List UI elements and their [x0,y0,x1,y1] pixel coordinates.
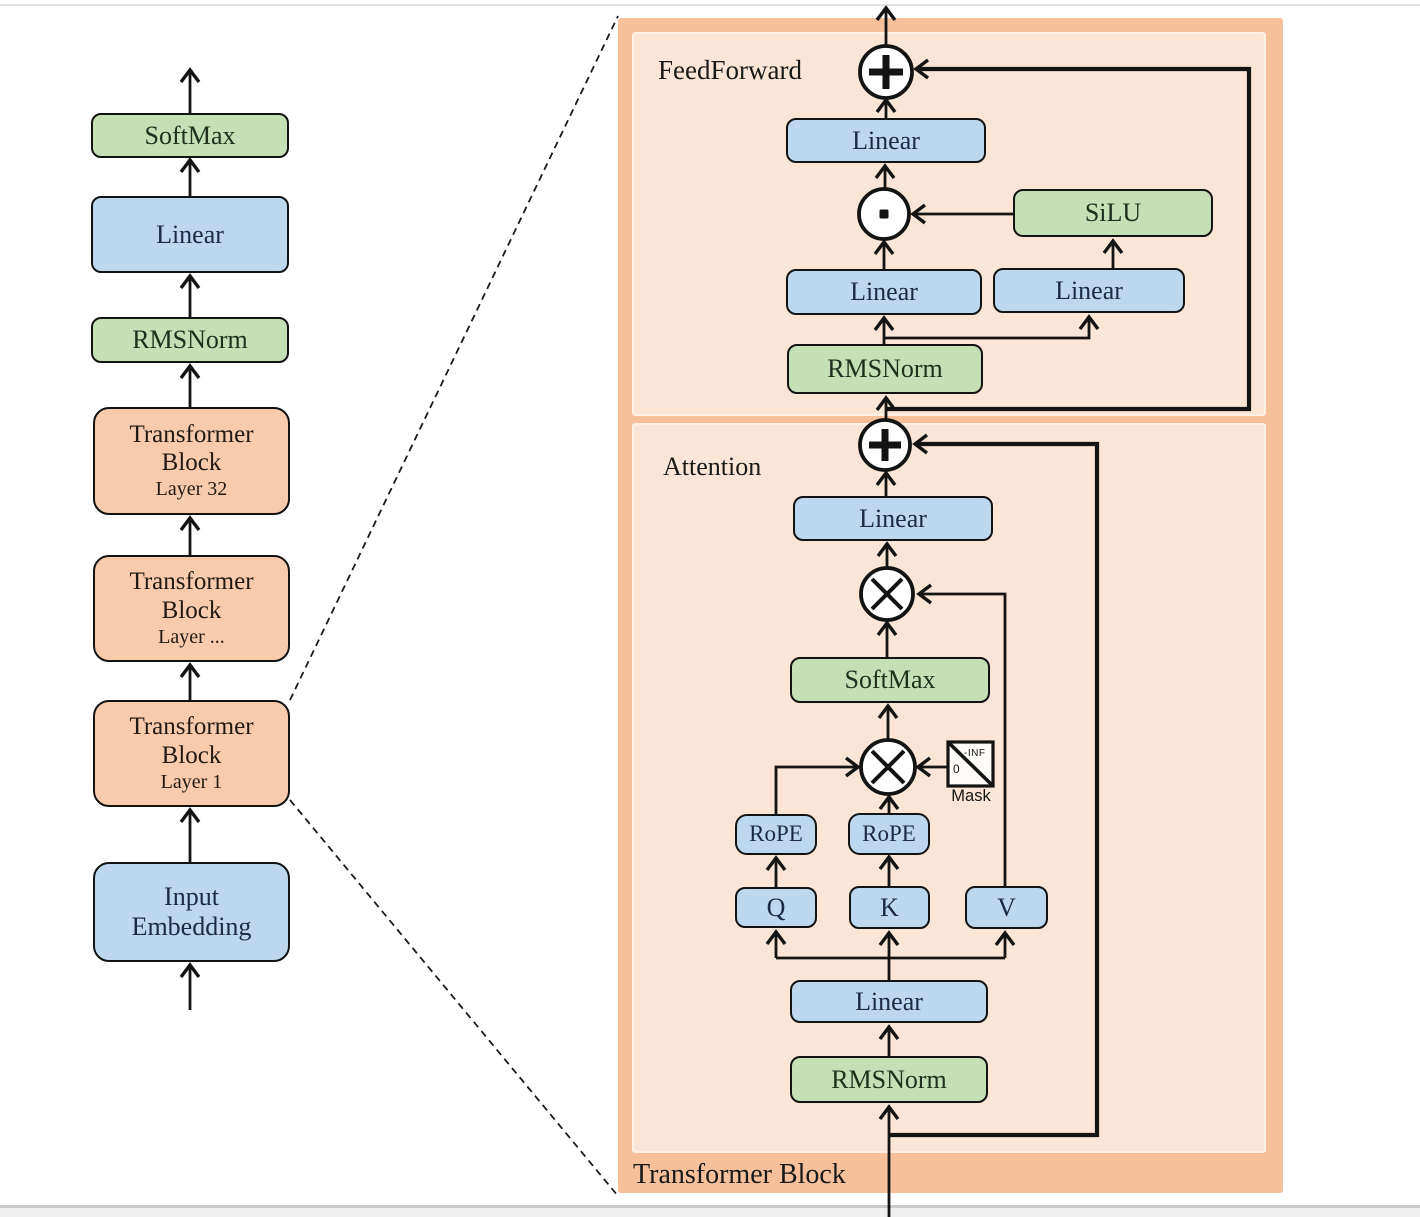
tb1-layer: Layer 1 [160,770,223,793]
att-linear-qkv-box: Linear [790,980,988,1023]
tb32-line1: Transformer [129,420,254,448]
v-box: V [965,886,1048,929]
bottom-frame-band [0,1206,1420,1217]
input-embedding-line2: Embedding [131,912,252,941]
rope-k-box: RoPE [848,813,930,855]
q-box: Q [735,887,817,928]
input-embedding-line1: Input [164,882,219,912]
att-linear-out-box: Linear [793,496,993,541]
transformer-block-title: Transformer Block [633,1159,846,1190]
mask-zero-value: 0 [953,762,960,776]
input-embedding-box: Input Embedding [93,862,290,962]
ff-silu-box: SiLU [1013,189,1213,237]
k-box: K [849,886,930,929]
transformer-block-layer1: Transformer Block Layer 1 [93,700,290,807]
transformer-block-layer32: Transformer Block Layer 32 [93,407,290,515]
mask-label: Mask [951,787,991,805]
att-rmsnorm-box: RMSNorm [790,1056,988,1103]
dashed-guide-bottom [289,799,619,1197]
tb32-line2: Block [161,449,222,476]
left-linear-box: Linear [91,196,289,273]
rope-q-box: RoPE [735,814,817,855]
ff-rmsnorm-box: RMSNorm [787,344,983,394]
zoom-guide-lines [289,15,619,1197]
tbmid-layer: Layer ... [158,625,225,648]
tbmid-line1: Transformer [129,568,254,596]
tbmid-line2: Block [161,596,222,624]
tb1-line2: Block [161,741,222,769]
ff-linear-gate-box: Linear [786,269,982,315]
att-softmax-box: SoftMax [790,657,990,703]
tb1-line1: Transformer [129,713,254,741]
mask-neg-inf-value: -INF [964,748,986,759]
attention-label: Attention [663,452,762,481]
top-frame-line [0,4,1420,6]
feedforward-label: FeedForward [658,55,802,85]
tb32-layer: Layer 32 [155,478,228,501]
ff-linear-out-box: Linear [786,118,986,163]
ff-linear-up-box: Linear [993,268,1185,313]
transformer-block-layer-mid: Transformer Block Layer ... [93,555,290,662]
left-rmsnorm-box: RMSNorm [91,317,289,363]
bottom-frame-line [0,1205,1420,1208]
left-softmax-box: SoftMax [91,113,289,158]
dashed-guide-top [289,15,619,701]
